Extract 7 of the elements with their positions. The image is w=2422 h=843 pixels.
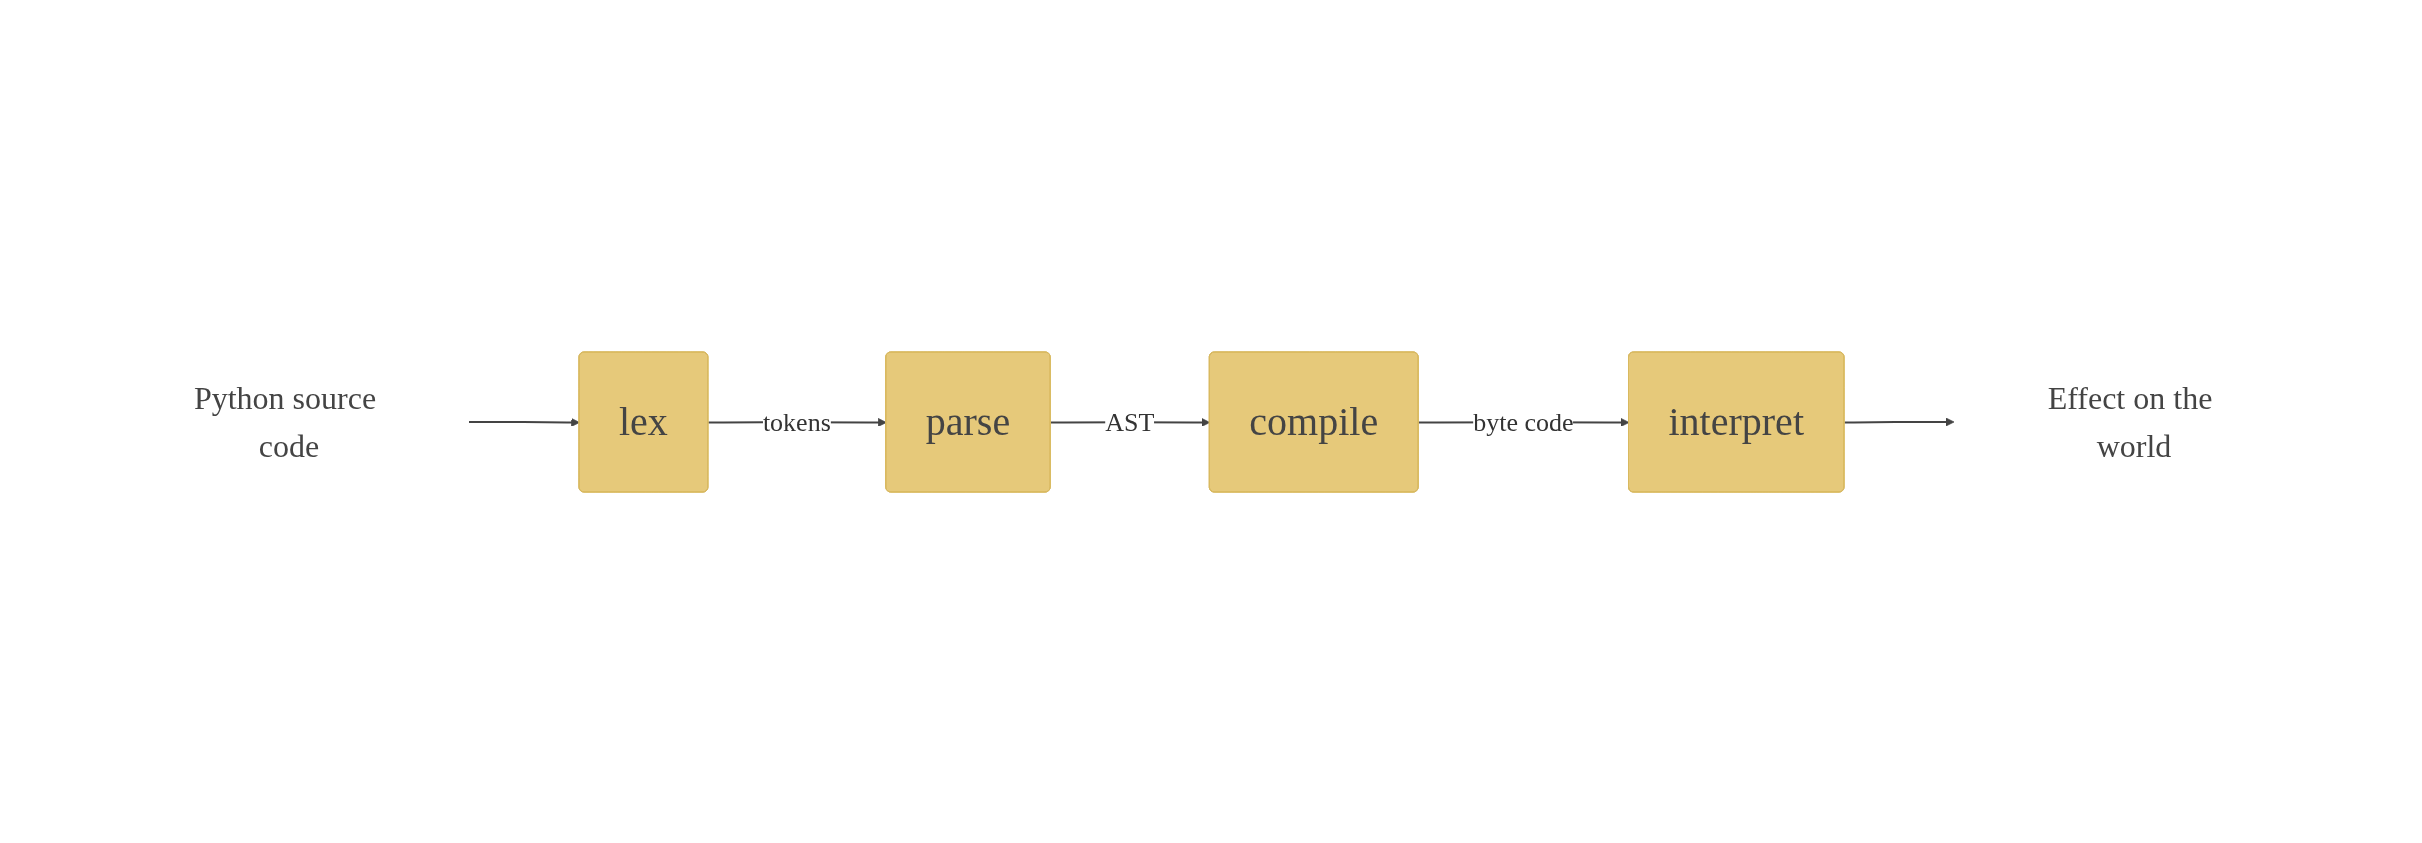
edge-label: byte code bbox=[1472, 407, 1573, 436]
edge-label: AST bbox=[1104, 407, 1154, 436]
node-text: Effect on the world bbox=[2047, 379, 2212, 464]
node-text: Python source code bbox=[193, 379, 376, 464]
arrow bbox=[467, 417, 580, 427]
edge-label: tokens bbox=[762, 407, 831, 436]
arrow bbox=[1843, 417, 1954, 426]
